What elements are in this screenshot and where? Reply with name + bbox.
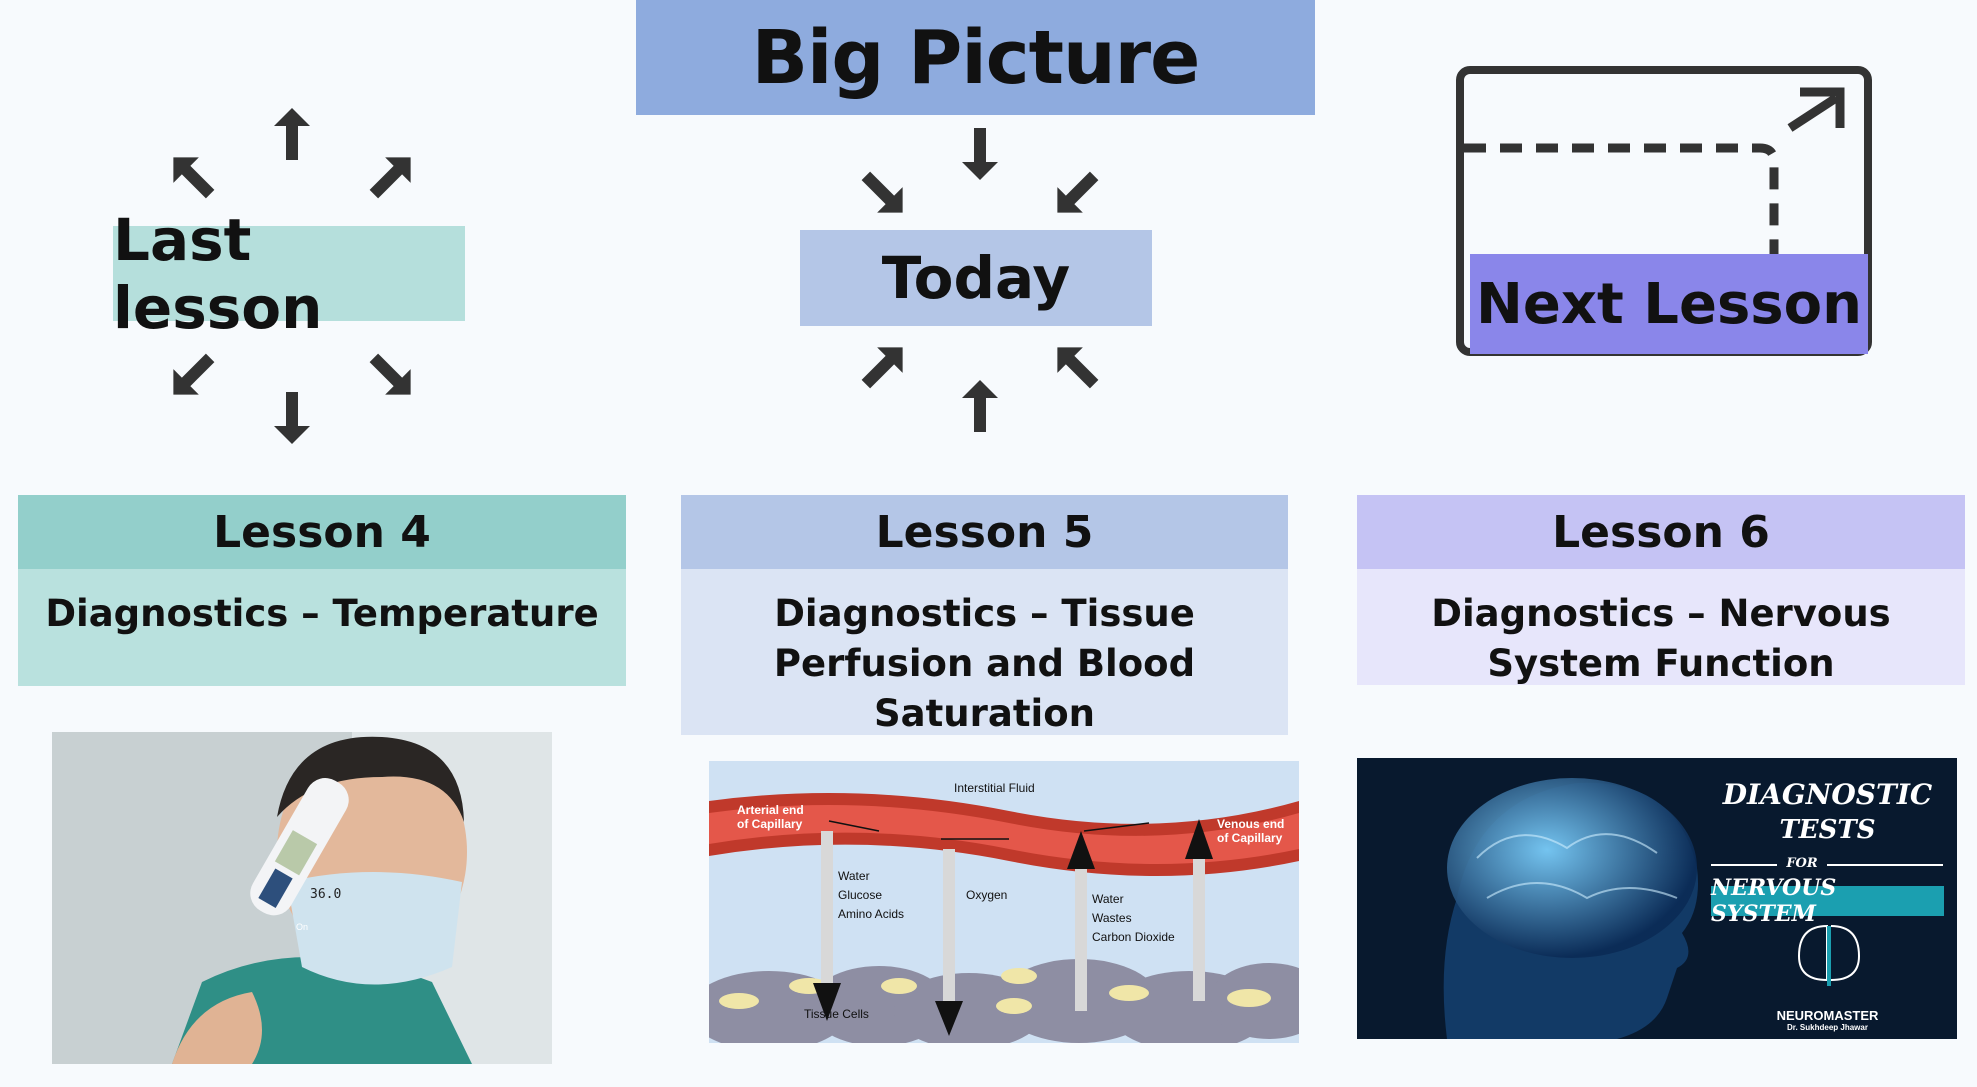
carbon-dioxide-label: Carbon Dioxide <box>1092 930 1175 944</box>
tests-heading: TESTS <box>1779 815 1876 845</box>
capillary-diagram: Interstitial Fluid Arterial end of Capil… <box>709 761 1299 1043</box>
arterial-end-label-1: Arterial end <box>737 803 804 817</box>
lesson-6-title: Lesson 6 <box>1357 495 1965 569</box>
for-label: FOR <box>1786 856 1818 871</box>
arrow-up-icon <box>962 380 998 432</box>
arrow-down-icon <box>274 392 310 444</box>
water-label: Water <box>838 869 870 883</box>
big-picture-title: Big Picture <box>636 0 1315 115</box>
arrow-up-left-icon <box>160 144 223 207</box>
neuromaster-logo-icon <box>1797 924 1861 986</box>
thermometer-photo: 36.0 On <box>52 732 552 1064</box>
tissue-cells-label: Tissue Cells <box>804 1007 869 1021</box>
arrow-up-left-icon <box>1044 334 1107 397</box>
arrow-down-left-icon <box>1044 163 1107 226</box>
venous-end-label-2: of Capillary <box>1217 831 1283 845</box>
author-name: Dr. Sukhdeep Jhawar <box>1787 1023 1868 1032</box>
lesson-4-title: Lesson 4 <box>18 495 626 569</box>
thermometer-button-text: On <box>296 922 308 932</box>
diagnostic-heading: DIAGNOSTIC <box>1722 778 1933 811</box>
arterial-end-label-2: of Capillary <box>737 817 803 831</box>
arrow-up-right-icon <box>361 144 424 207</box>
lesson-5-topic: Diagnostics – Tissue Perfusion and Blood… <box>681 569 1288 735</box>
next-lesson-label: Next Lesson <box>1470 254 1868 354</box>
nervous-system-banner: NERVOUS SYSTEM <box>1711 875 1944 927</box>
interstitial-fluid-label: Interstitial Fluid <box>954 781 1035 795</box>
arrow-down-icon <box>962 128 998 180</box>
amino-acids-label: Amino Acids <box>838 907 905 921</box>
lesson-6-topic: Diagnostics – Nervous System Function <box>1357 569 1965 685</box>
venous-end-label-1: Venous end <box>1217 817 1285 831</box>
wastes-label: Wastes <box>1092 911 1132 925</box>
neuromaster-brand: NEUROMASTER <box>1776 1008 1879 1023</box>
glucose-label: Glucose <box>838 888 883 902</box>
thermometer-display-text: 36.0 <box>310 887 341 902</box>
arrow-up-icon <box>274 108 310 160</box>
lesson-4-topic: Diagnostics – Temperature <box>18 569 626 686</box>
arrow-up-right-icon <box>853 334 916 397</box>
arrow-down-right-icon <box>853 163 916 226</box>
oxygen-label: Oxygen <box>966 888 1008 902</box>
today-label: Today <box>800 230 1152 326</box>
lesson-6-topic-text: Diagnostics – Nervous System Function <box>1431 592 1891 685</box>
lesson-5-title: Lesson 5 <box>681 495 1288 569</box>
lesson-5-topic-text: Diagnostics – Tissue Perfusion and Blood… <box>773 592 1196 735</box>
water-out-label: Water <box>1092 892 1124 906</box>
nervous-system-image: DIAGNOSTIC TESTS FOR NERVOUS SYSTEM NEUR… <box>1357 758 1957 1039</box>
arrow-down-right-icon <box>361 345 424 408</box>
arrow-down-left-icon <box>160 345 223 408</box>
